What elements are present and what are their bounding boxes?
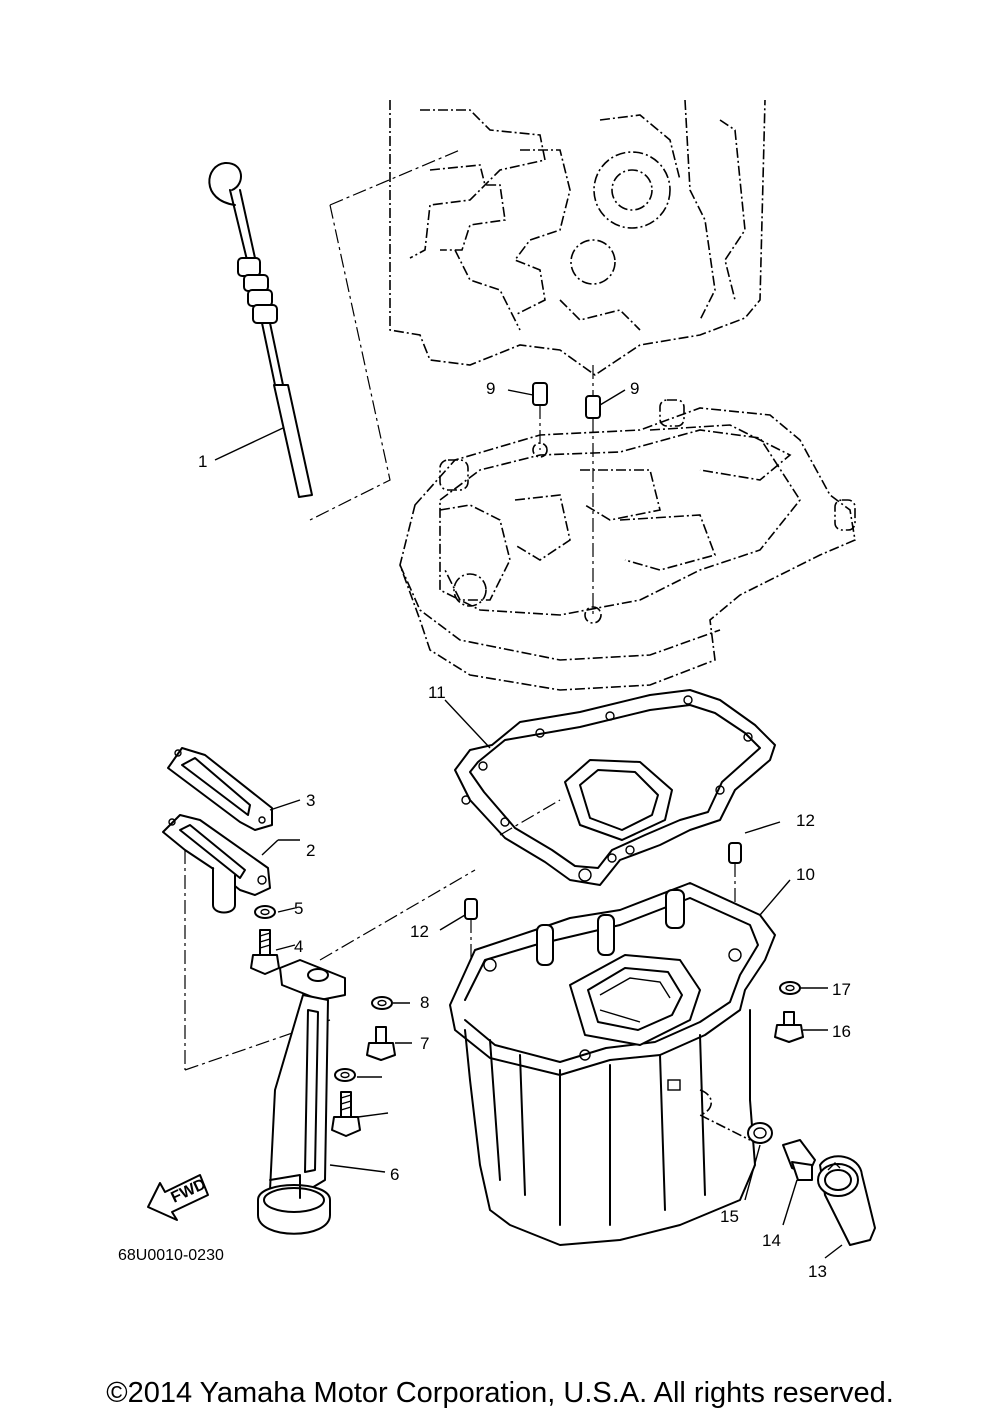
- callout-8: 8: [420, 993, 429, 1012]
- oil-dipstick: [208, 149, 461, 521]
- diagram-code: 68U0010-0230: [118, 1247, 224, 1264]
- engine-block-phantom: [389, 99, 766, 376]
- oil-pan-gasket: [454, 689, 776, 886]
- callout-2: 2: [306, 841, 315, 860]
- strainer-gasket: [167, 747, 273, 831]
- callout-17: 17: [832, 980, 851, 999]
- callout-3: 3: [306, 791, 315, 810]
- callout-7: 7: [420, 1034, 429, 1053]
- callout-15: 15: [720, 1207, 739, 1226]
- callout-9-left: 9: [486, 379, 495, 398]
- callout-16: 16: [832, 1022, 851, 1041]
- washer-17-and-bolt-16: [774, 981, 804, 1043]
- copyright-notice: ©2014 Yamaha Motor Corporation, U.S.A. A…: [106, 1377, 894, 1409]
- callout-11: 11: [428, 683, 446, 702]
- callout-12-left: 12: [410, 922, 429, 941]
- callout-12-right: 12: [796, 811, 815, 830]
- callout-14: 14: [762, 1231, 781, 1250]
- washers-5: [254, 905, 356, 1082]
- washer-8-and-bolt-7: [366, 996, 396, 1061]
- bolts-4: [250, 929, 361, 1137]
- oil-strainer-pipe: [162, 814, 331, 1071]
- leader-lines: [214, 389, 843, 1259]
- callout-4: 4: [294, 937, 303, 956]
- callout-6: 6: [390, 1165, 399, 1184]
- callout-9-right: 9: [630, 379, 639, 398]
- drain-plug-assembly: [747, 1122, 876, 1246]
- callout-13: 13: [808, 1262, 827, 1281]
- callout-5: 5: [294, 899, 303, 918]
- upper-casing: [399, 399, 856, 691]
- fwd-arrow-icon: FWD: [147, 1174, 209, 1221]
- dowel-pins-9: [532, 365, 601, 615]
- callout-10: 10: [796, 865, 815, 884]
- callout-1: 1: [198, 452, 207, 471]
- oil-pan: [449, 882, 776, 1246]
- callout-numbers: 1 2 3 4 5 6 7 8 9 9 10 11 12 12 13 14 15…: [118, 379, 851, 1281]
- oil-pickup-strainer: [257, 959, 346, 1235]
